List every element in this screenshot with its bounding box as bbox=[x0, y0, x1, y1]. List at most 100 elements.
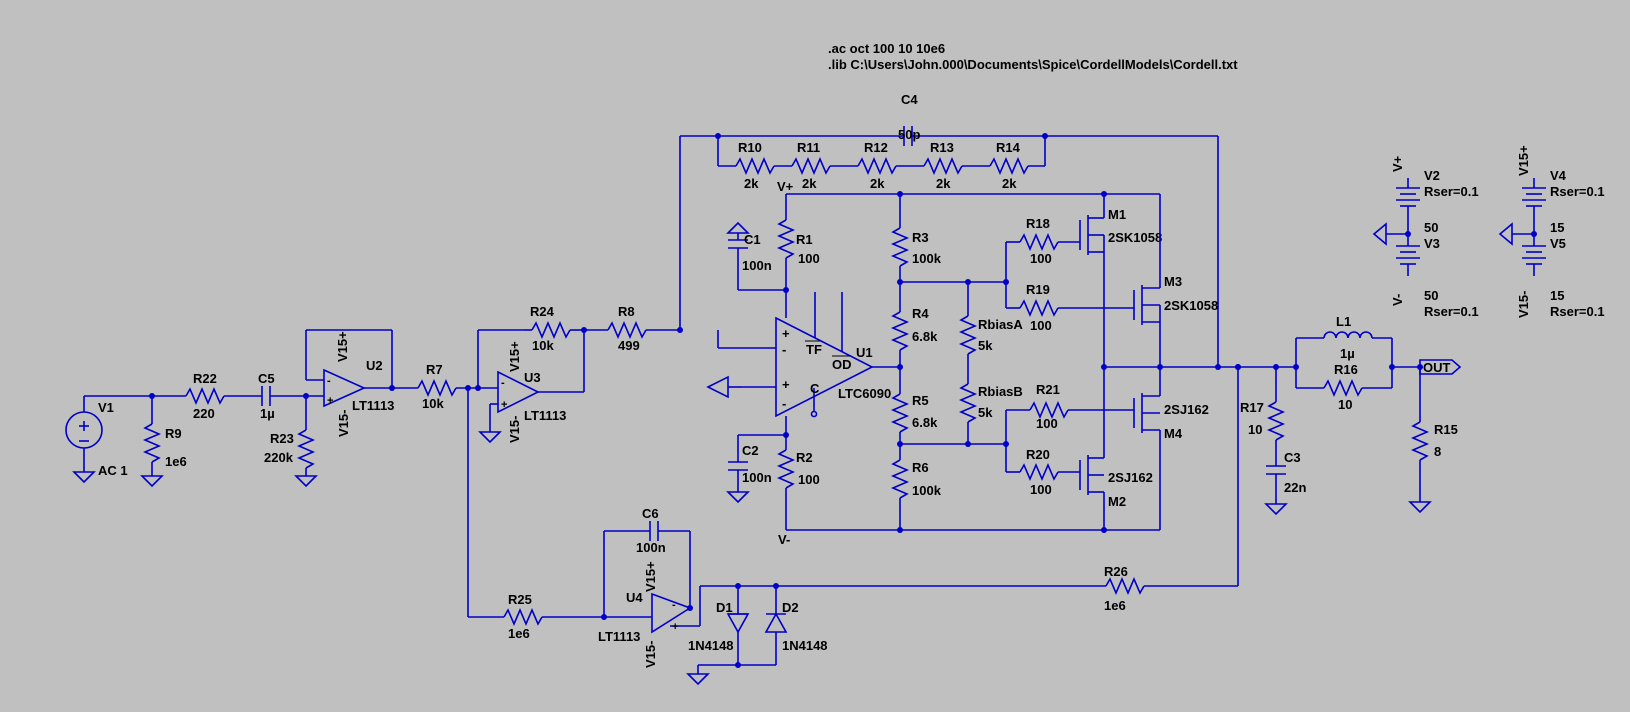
r19-label: R19 bbox=[1026, 282, 1050, 297]
zobel-network bbox=[1264, 367, 1288, 516]
svg-text:-: - bbox=[782, 342, 786, 357]
u4-model: LT1113 bbox=[598, 629, 640, 644]
r10-value: 2k bbox=[744, 176, 759, 191]
output-inductor bbox=[1295, 331, 1420, 398]
m3-model: 2SK1058 bbox=[1164, 298, 1218, 313]
r7-label: R7 bbox=[426, 362, 443, 377]
m2-label: M2 bbox=[1108, 494, 1126, 509]
v5-value: 15 bbox=[1550, 288, 1564, 303]
v2-rser: Rser=0.1 bbox=[1424, 184, 1479, 199]
r20-value: 100 bbox=[1030, 482, 1052, 497]
c2-label: C2 bbox=[742, 443, 759, 458]
rbiasb-label: RbiasB bbox=[978, 384, 1023, 399]
r9-value: 1e6 bbox=[165, 454, 187, 469]
u2-opamp: -+ bbox=[305, 329, 393, 408]
c6-value: 100n bbox=[636, 540, 666, 555]
r26-label: R26 bbox=[1104, 564, 1128, 579]
m2-model: 2SJ162 bbox=[1108, 470, 1153, 485]
v2-value: 50 bbox=[1424, 220, 1438, 235]
m4-mosfet bbox=[1133, 367, 1161, 530]
svg-text:-: - bbox=[782, 396, 786, 411]
m4-label: M4 bbox=[1164, 426, 1183, 441]
u4-vplus-net: V15+ bbox=[643, 561, 658, 592]
r8-resistor bbox=[584, 320, 680, 340]
m3-mosfet bbox=[1133, 194, 1161, 367]
d2-label: D2 bbox=[782, 600, 799, 615]
m1-model: 2SK1058 bbox=[1108, 230, 1162, 245]
r5-value: 6.8k bbox=[912, 415, 938, 430]
svg-text:+: + bbox=[782, 326, 790, 341]
r10-label: R10 bbox=[738, 140, 762, 155]
r9-label: R9 bbox=[165, 426, 182, 441]
r18-value: 100 bbox=[1030, 251, 1052, 266]
r22-value: 220 bbox=[193, 406, 215, 421]
vminus-rail bbox=[726, 416, 1160, 531]
r5-label: R5 bbox=[912, 393, 929, 408]
l1-value: 1µ bbox=[1340, 346, 1355, 361]
r15-resistor bbox=[1408, 367, 1432, 514]
c2-value: 100n bbox=[742, 470, 772, 485]
svg-text:+: + bbox=[327, 395, 333, 407]
svg-text:-: - bbox=[327, 375, 331, 387]
r19-value: 100 bbox=[1030, 318, 1052, 333]
r4-label: R4 bbox=[912, 306, 929, 321]
u3-model: LT1113 bbox=[524, 408, 566, 423]
r7-value: 10k bbox=[422, 396, 444, 411]
v4-value: 15 bbox=[1550, 220, 1564, 235]
v1-label: V1 bbox=[98, 400, 114, 415]
r14-label: R14 bbox=[996, 140, 1021, 155]
c5-label: C5 bbox=[258, 371, 275, 386]
c5-capacitor bbox=[261, 386, 306, 406]
c4-value: 50p bbox=[898, 127, 920, 142]
m3-label: M3 bbox=[1164, 274, 1182, 289]
dc-servo bbox=[467, 367, 1239, 686]
u1-label: U1 bbox=[856, 345, 873, 360]
r7-resistor bbox=[392, 378, 498, 398]
vplus-net-label: V+ bbox=[777, 179, 794, 194]
main-supplies bbox=[1372, 178, 1420, 276]
d1-label: D1 bbox=[716, 600, 733, 615]
r13-value: 2k bbox=[936, 176, 951, 191]
feedback-network bbox=[679, 126, 1219, 367]
out-net-label: OUT bbox=[1423, 360, 1451, 375]
svg-text:+: + bbox=[501, 399, 507, 411]
r25-value: 1e6 bbox=[508, 626, 530, 641]
aux-supplies bbox=[1498, 178, 1546, 276]
ac-directive: .ac oct 100 10 10e6 bbox=[828, 41, 945, 56]
u2-vplus-net: V15+ bbox=[335, 331, 350, 362]
v5-label: V5 bbox=[1550, 236, 1566, 251]
rbiasa-label: RbiasA bbox=[978, 317, 1023, 332]
svg-text:-: - bbox=[672, 599, 676, 611]
u2-model: LT1113 bbox=[352, 398, 394, 413]
r8-value: 499 bbox=[618, 338, 640, 353]
v15minus-supply-net: V15- bbox=[1516, 291, 1531, 318]
u4-label: U4 bbox=[626, 590, 643, 605]
lib-directive: .lib C:\Users\John.000\Documents\Spice\C… bbox=[828, 57, 1238, 72]
v3-rser: Rser=0.1 bbox=[1424, 304, 1479, 319]
r16-value: 10 bbox=[1338, 397, 1352, 412]
r1-value: 100 bbox=[798, 251, 820, 266]
r22-label: R22 bbox=[193, 371, 217, 386]
vminus-supply-net: V- bbox=[1390, 294, 1405, 306]
r22-resistor bbox=[152, 386, 262, 406]
r12-value: 2k bbox=[870, 176, 885, 191]
c3-value: 22n bbox=[1284, 480, 1306, 495]
u1-model: LTC6090 bbox=[838, 386, 891, 401]
d1-model: 1N4148 bbox=[688, 638, 734, 653]
l1-label: L1 bbox=[1336, 314, 1351, 329]
d2-model: 1N4148 bbox=[782, 638, 828, 653]
svg-text:+: + bbox=[782, 377, 790, 392]
r17-value: 10 bbox=[1248, 422, 1262, 437]
r6-label: R6 bbox=[912, 460, 929, 475]
v4-label: V4 bbox=[1550, 168, 1567, 183]
m2-mosfet bbox=[1079, 367, 1105, 530]
u1-od-pin: OD bbox=[832, 357, 852, 372]
r8-label: R8 bbox=[618, 304, 635, 319]
r24-label: R24 bbox=[530, 304, 555, 319]
r1-label: R1 bbox=[796, 232, 813, 247]
r17-label: R17 bbox=[1240, 400, 1264, 415]
r3-label: R3 bbox=[912, 230, 929, 245]
u1-opamp: + - + - bbox=[706, 292, 900, 418]
u3-vminus-net: V15- bbox=[507, 416, 522, 443]
